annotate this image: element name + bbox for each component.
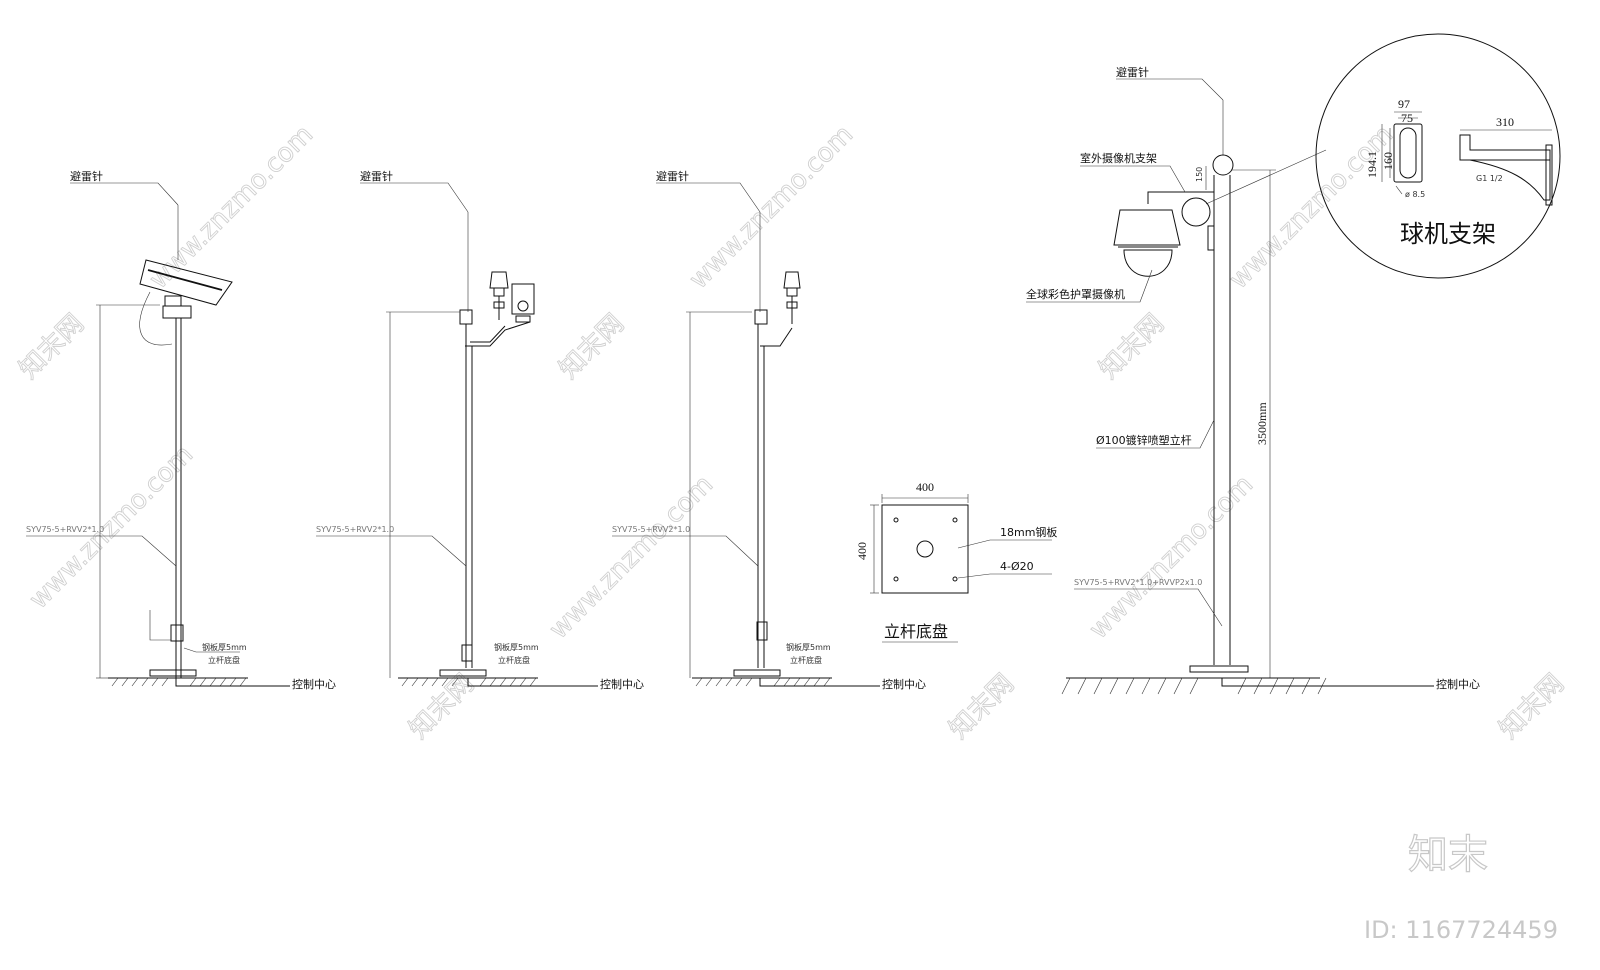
- offset-dim: 150: [1195, 167, 1204, 182]
- dim-194: 194.1: [1365, 151, 1379, 178]
- lightning-rod-label: 避雷针: [70, 169, 103, 183]
- id-watermark: ID: 1167724459: [1364, 916, 1558, 944]
- watermark-site-5: www.znzmo.com: [544, 470, 719, 645]
- leader-line: [70, 182, 179, 206]
- brand-watermark: 知末: [1408, 832, 1488, 878]
- lightning-rod-label: 避雷针: [1116, 65, 1149, 79]
- camera-icon: [511, 283, 535, 315]
- watermark-sitename-4: 知末网: [404, 669, 480, 745]
- plate-thickness-label: 钢板厚5mm: [786, 642, 831, 652]
- height-dim: 3500mm: [1255, 402, 1269, 445]
- lightning-rod-label: 避雷针: [360, 169, 393, 183]
- cable-label: SYV75-5+RVV2*1.0: [612, 525, 690, 534]
- plate-thickness-label: 钢板厚5mm: [202, 642, 247, 652]
- control-center-label: 控制中心: [292, 677, 336, 691]
- bracket-title: 球机支架: [1400, 220, 1496, 248]
- bracket-front-view: [1393, 123, 1423, 183]
- material-label: 18mm钢板: [1000, 525, 1057, 539]
- dim-310: 310: [1496, 115, 1514, 129]
- width-dim: 400: [916, 480, 934, 494]
- base-plate-title: 立杆底盘: [884, 622, 948, 641]
- dome-camera-icon: [1123, 249, 1173, 277]
- dome-camera-pole: 避雷针 室外摄像机支架 全球彩色护罩摄像机 150 3500mm Ø100镀锌喷…: [1026, 65, 1480, 695]
- watermark-sitename-3: 知末网: [1094, 309, 1170, 385]
- control-center-label: 控制中心: [600, 677, 644, 691]
- base-label: 立杆底盘: [208, 655, 240, 665]
- ground-hatch: [695, 677, 831, 687]
- base-plate: [1189, 665, 1249, 673]
- holes-label: 4-Ø20: [1000, 560, 1034, 573]
- pole-1-box-camera: 避雷针 SYV75-5+RVV2*1.0 钢板厚5mm: [26, 169, 336, 691]
- hole-label: ø 8.5: [1405, 190, 1425, 199]
- watermark-sitename-1: 知末网: [14, 309, 90, 385]
- bracket-detail: 97 75 194.1 160 ø 8.5 310 G1 1/2 球机支架: [1315, 33, 1561, 279]
- center-hole: [916, 540, 934, 558]
- watermark-sitename-5: 知末网: [944, 669, 1020, 745]
- lamp-icon: [783, 271, 801, 289]
- plate-thickness-label: 钢板厚5mm: [494, 642, 539, 652]
- lightning-rod-label: 避雷针: [656, 169, 689, 183]
- height-dim: 400: [855, 542, 869, 560]
- lamp-icon: [489, 271, 509, 289]
- watermark-sitename-6: 知末网: [1494, 669, 1570, 745]
- ground-hatch: [401, 677, 537, 687]
- watermark-site-3: www.znzmo.com: [1224, 120, 1399, 295]
- pole-2-lamp-camera: 避雷针 SYV75-5+RVV2*1.0 钢板厚5: [316, 169, 644, 691]
- bracket-marker: [1181, 197, 1211, 227]
- pole-3-lamp: 避雷针 SYV75-5+RVV2*1.0 钢板厚5mm 立杆底盘 控制中心: [612, 169, 926, 691]
- camera-housing-icon: [139, 259, 233, 306]
- pole-spec-label: Ø100镀锌喷塑立杆: [1096, 433, 1192, 447]
- base-plate: [149, 669, 197, 677]
- base-plate-detail: 400 400 18mm钢板 4-Ø20 立杆底盘: [855, 480, 1057, 643]
- bracket-label: 室外摄像机支架: [1080, 151, 1157, 165]
- ground-hatch: [1061, 677, 1327, 695]
- watermark-sitename-2: 知末网: [554, 309, 630, 385]
- dim-75: 75: [1401, 111, 1413, 125]
- detail-circle: [1315, 33, 1561, 279]
- bracket-side-view: [1459, 134, 1551, 161]
- camera-mount-icon: [164, 295, 182, 307]
- watermark-site-6: www.znzmo.com: [1084, 470, 1259, 645]
- base-plate-square: [881, 504, 969, 594]
- cable-label: SYV75-5+RVV2*1.0: [26, 525, 104, 534]
- dome-housing-icon: [1113, 209, 1181, 246]
- junction-box: [170, 624, 184, 642]
- cable-label: SYV75-5+RVV2*1.0+RVVP2x1.0: [1074, 578, 1202, 587]
- thread-label: G1 1/2: [1476, 174, 1503, 183]
- dim-97: 97: [1398, 97, 1410, 111]
- control-center-label: 控制中心: [882, 677, 926, 691]
- watermark-site-2: www.znzmo.com: [684, 120, 859, 295]
- cable-label: SYV75-5+RVV2*1.0: [316, 525, 394, 534]
- watermark-site-1: www.znzmo.com: [144, 120, 319, 295]
- base-label: 立杆底盘: [498, 655, 530, 665]
- control-center-label: 控制中心: [1436, 677, 1480, 691]
- camera-label: 全球彩色护罩摄像机: [1026, 287, 1125, 301]
- dim-160: 160: [1381, 152, 1395, 170]
- ground-hatch: [111, 677, 247, 687]
- base-label: 立杆底盘: [790, 655, 822, 665]
